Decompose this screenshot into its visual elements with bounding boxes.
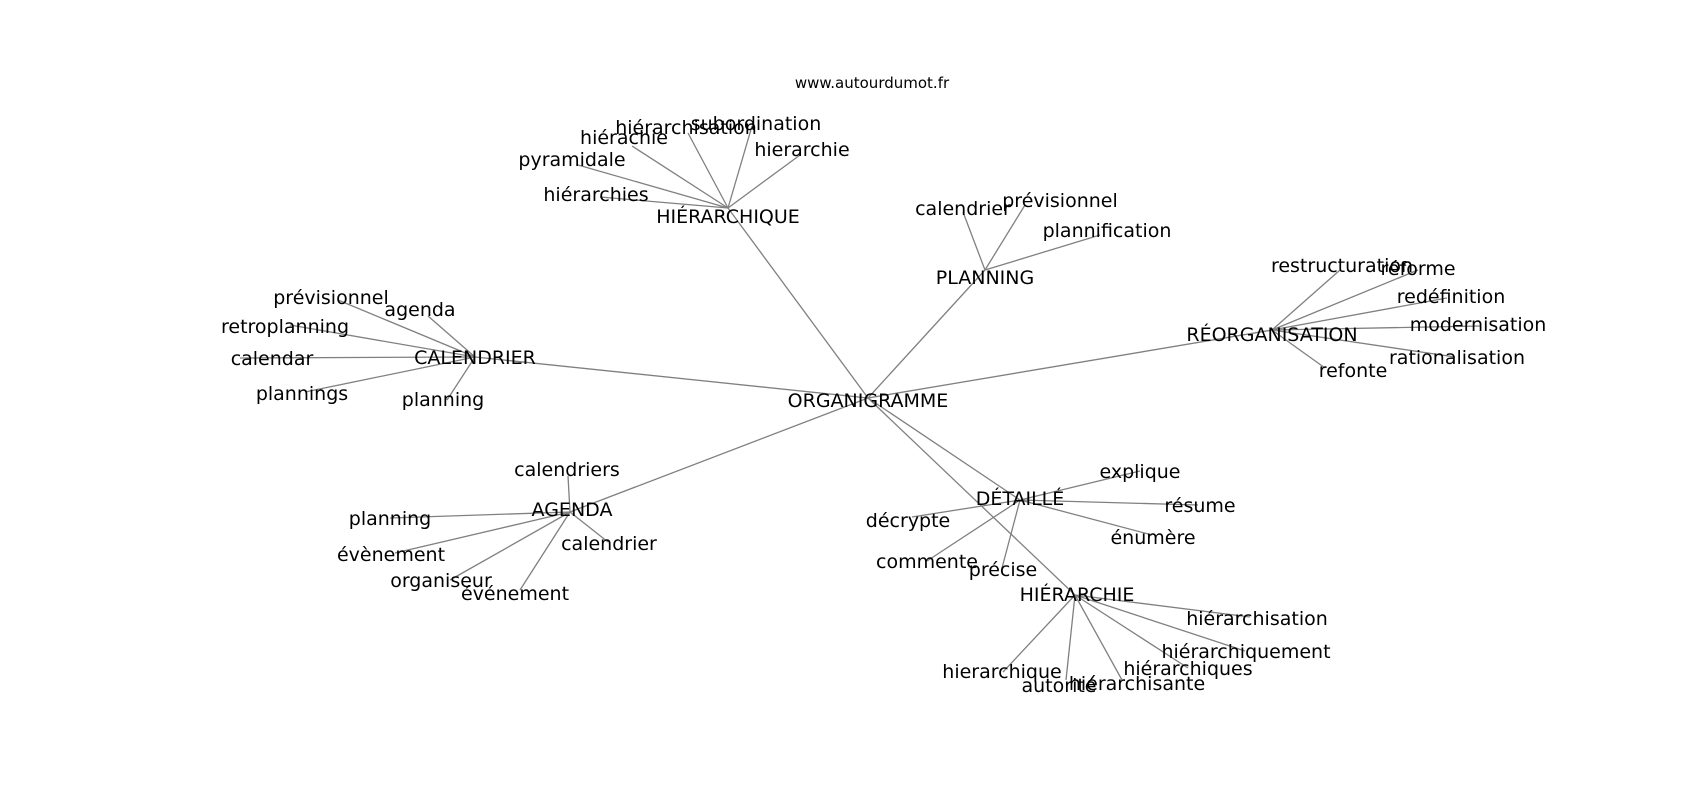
leaf-word-hierarchique-2[interactable]: hiérachie — [580, 127, 668, 149]
site-label: www.autourdumot.fr — [795, 74, 950, 92]
hub-word-calendrier[interactable]: CALENDRIER — [414, 347, 536, 369]
leaf-word-calendrier-4[interactable]: plannings — [256, 383, 348, 405]
leaf-word-hierarchique-5[interactable]: hiérarchies — [543, 184, 648, 206]
leaf-word-detaille-4[interactable]: commente — [876, 551, 978, 573]
edge-planning-2 — [984, 234, 1101, 271]
edge-hierarchie-0 — [1074, 594, 1251, 618]
center-word[interactable]: ORGANIGRAMME — [788, 390, 949, 412]
edge-calendrier-4 — [304, 356, 476, 393]
edge-reorganisation-2 — [1271, 297, 1448, 331]
leaf-word-hierarchique-3[interactable]: hierarchie — [754, 139, 849, 161]
leaf-word-hierarchie-1[interactable]: hiérarchiquement — [1161, 641, 1330, 663]
edges-layer — [239, 125, 1481, 681]
hub-word-hierarchie[interactable]: HIÉRARCHIE — [1020, 583, 1135, 606]
edge-center-calendrier — [474, 356, 869, 399]
leaf-word-calendrier-0[interactable]: prévisionnel — [273, 287, 389, 309]
edge-hierarchique-0 — [687, 132, 729, 209]
labels-layer: hiérarchisationsubordinationhiérachiehie… — [221, 113, 1546, 697]
leaf-word-agenda-5[interactable]: événement — [461, 583, 569, 605]
leaf-word-reorganisation-5[interactable]: refonte — [1319, 360, 1388, 382]
edge-hierarchique-3 — [727, 154, 801, 209]
leaf-word-hierarchie-4[interactable]: autorité — [1022, 675, 1097, 697]
edge-detaille-3 — [1019, 499, 1153, 536]
leaf-word-planning-1[interactable]: prévisionnel — [1002, 190, 1118, 212]
hub-word-reorganisation[interactable]: RÉORGANISATION — [1186, 323, 1357, 346]
edge-center-planning — [867, 269, 986, 399]
edge-planning-0 — [962, 211, 986, 271]
edge-detaille-1 — [1019, 499, 1199, 506]
leaf-word-calendrier-3[interactable]: calendar — [231, 348, 314, 370]
leaf-word-hierarchie-2[interactable]: hiérarchiques — [1123, 658, 1252, 680]
edge-hierarchique-5 — [599, 196, 729, 209]
leaf-word-agenda-0[interactable]: calendriers — [514, 459, 620, 481]
leaf-word-detaille-5[interactable]: précise — [969, 559, 1037, 581]
leaf-word-planning-2[interactable]: plannification — [1043, 220, 1172, 242]
edge-center-hierarchie — [867, 397, 1076, 596]
edge-agenda-4 — [449, 511, 571, 581]
edge-hierarchie-1 — [1074, 594, 1246, 652]
leaf-word-hierarchie-0[interactable]: hiérarchisation — [1186, 608, 1328, 630]
edge-agenda-5 — [519, 511, 571, 591]
edge-agenda-0 — [567, 475, 571, 513]
leaf-word-reorganisation-4[interactable]: rationalisation — [1389, 347, 1525, 369]
edge-calendrier-5 — [446, 356, 476, 401]
leaf-word-reorganisation-1[interactable]: réforme — [1380, 258, 1455, 280]
edge-hierarchie-4 — [1065, 594, 1076, 681]
leaf-word-detaille-3[interactable]: énumère — [1110, 527, 1195, 549]
hub-word-planning[interactable]: PLANNING — [936, 267, 1034, 289]
leaf-word-hierarchique-0[interactable]: hiérarchisation — [615, 117, 757, 139]
edge-hierarchie-5 — [1074, 594, 1123, 681]
edge-calendrier-3 — [239, 356, 476, 359]
edge-agenda-3 — [394, 511, 571, 554]
leaf-word-agenda-1[interactable]: planning — [349, 508, 431, 530]
edge-center-detaille — [867, 397, 1021, 501]
edge-calendrier-0 — [337, 299, 476, 358]
edge-calendrier-2 — [289, 324, 476, 358]
edge-detaille-2 — [911, 499, 1021, 518]
edge-reorganisation-3 — [1271, 325, 1481, 331]
leaf-word-hierarchie-5[interactable]: hiérarchisante — [1069, 673, 1205, 695]
leaf-word-calendrier-1[interactable]: agenda — [384, 299, 455, 321]
edge-reorganisation-5 — [1271, 329, 1326, 369]
edge-reorganisation-0 — [1271, 269, 1341, 331]
hub-word-detaille[interactable]: DÉTAILLÉ — [976, 487, 1065, 510]
edge-reorganisation-1 — [1271, 269, 1419, 331]
leaf-word-detaille-2[interactable]: décrypte — [866, 510, 950, 532]
leaf-word-planning-0[interactable]: calendrier — [915, 198, 1011, 220]
edge-hierarchique-4 — [577, 164, 729, 209]
edge-detaille-4 — [926, 499, 1021, 562]
edge-hierarchie-3 — [1002, 594, 1076, 673]
leaf-word-detaille-1[interactable]: résume — [1164, 495, 1235, 517]
leaf-word-agenda-3[interactable]: évènement — [337, 544, 445, 566]
leaf-word-calendrier-5[interactable]: planning — [402, 389, 484, 411]
hub-word-agenda[interactable]: AGENDA — [532, 499, 613, 521]
hub-word-hierarchique[interactable]: HIÉRARCHIQUE — [656, 205, 800, 228]
leaf-word-reorganisation-2[interactable]: redéfinition — [1397, 286, 1506, 308]
edge-hierarchie-2 — [1074, 594, 1189, 669]
edge-hierarchique-2 — [631, 145, 729, 209]
edge-hierarchique-1 — [727, 125, 753, 209]
edge-agenda-1 — [389, 511, 571, 519]
leaf-word-agenda-4[interactable]: organiseur — [390, 570, 492, 592]
edge-calendrier-1 — [427, 315, 476, 358]
leaf-word-hierarchique-1[interactable]: subordination — [691, 113, 822, 135]
edge-reorganisation-4 — [1271, 329, 1456, 358]
edge-planning-1 — [984, 204, 1026, 271]
leaf-word-detaille-0[interactable]: explique — [1099, 461, 1180, 483]
leaf-word-reorganisation-3[interactable]: modernisation — [1410, 314, 1547, 336]
leaf-word-reorganisation-0[interactable]: restructuration — [1271, 255, 1413, 277]
edge-center-agenda — [569, 397, 869, 513]
edge-agenda-2 — [569, 511, 609, 543]
leaf-word-hierarchie-3[interactable]: hierarchique — [942, 661, 1061, 683]
leaf-word-calendrier-2[interactable]: retroplanning — [221, 316, 349, 338]
edge-detaille-0 — [1019, 470, 1141, 501]
edge-center-reorganisation — [867, 329, 1273, 399]
edge-center-hierarchique — [727, 207, 869, 399]
leaf-word-hierarchique-4[interactable]: pyramidale — [518, 149, 625, 171]
leaf-word-agenda-2[interactable]: calendrier — [561, 533, 657, 555]
